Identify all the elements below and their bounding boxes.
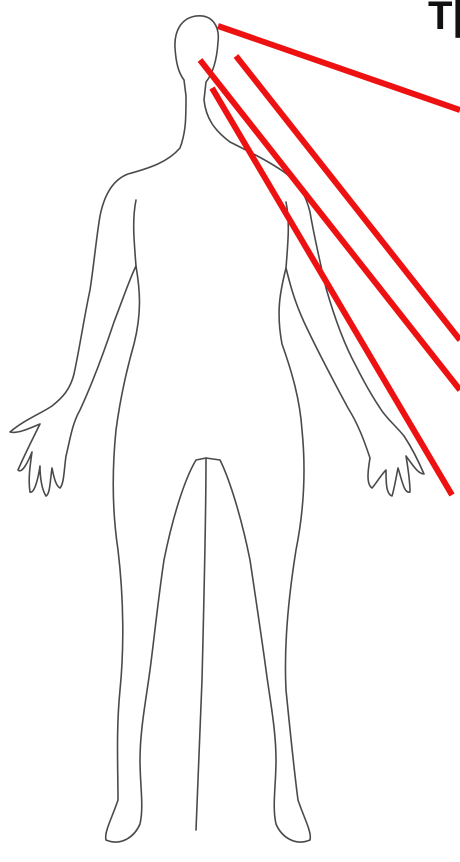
pointer-line-4 [212,88,452,495]
pointer-line-2 [200,60,460,390]
body-outline [10,16,424,842]
pointer-lines [200,26,460,495]
pointer-line-1 [218,26,460,110]
